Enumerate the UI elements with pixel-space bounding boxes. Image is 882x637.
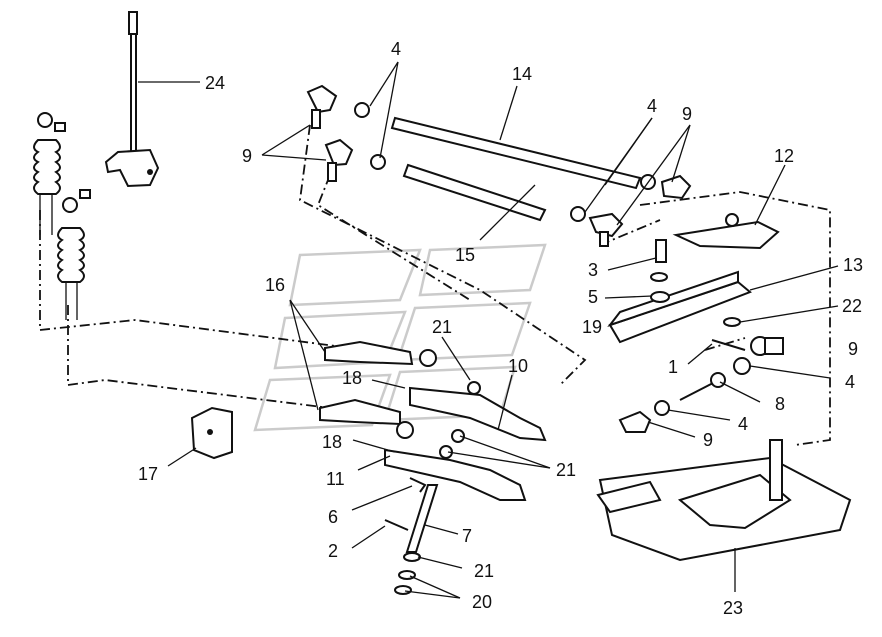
label-18a: 18 <box>342 368 362 388</box>
label-1: 1 <box>668 357 678 377</box>
label-15: 15 <box>455 245 475 265</box>
cable-assemblies-left <box>33 112 91 320</box>
base-plate-part-23 <box>596 439 852 562</box>
assembly-guide-lines <box>39 124 831 446</box>
label-10: 10 <box>508 356 528 376</box>
label-8: 8 <box>775 394 785 414</box>
watermark-logo <box>253 243 547 432</box>
label-21b: 21 <box>556 460 576 480</box>
label-20: 20 <box>472 592 492 612</box>
lever-part-24 <box>104 11 160 188</box>
label-9a: 9 <box>242 146 252 166</box>
rods-and-fittings <box>306 84 692 247</box>
label-3: 3 <box>588 260 598 280</box>
label-4d: 4 <box>738 414 748 434</box>
label-9c: 9 <box>848 339 858 359</box>
label-5: 5 <box>588 287 598 307</box>
label-4a: 4 <box>391 39 401 59</box>
label-21c: 21 <box>474 561 494 581</box>
linkage-assembly <box>319 340 547 595</box>
label-14: 14 <box>512 64 532 84</box>
label-21a: 21 <box>432 317 452 337</box>
label-4c: 4 <box>845 372 855 392</box>
label-16: 16 <box>265 275 285 295</box>
label-24: 24 <box>205 73 225 93</box>
bracket-and-channel <box>607 213 780 344</box>
label-9d: 9 <box>703 430 713 450</box>
label-18b: 18 <box>322 432 342 452</box>
label-7: 7 <box>462 526 472 546</box>
label-19: 19 <box>582 317 602 337</box>
leader-lines <box>138 61 839 599</box>
label-2: 2 <box>328 541 338 561</box>
label-13: 13 <box>843 255 863 275</box>
right-small-parts <box>618 336 784 433</box>
label-11: 11 <box>326 469 345 489</box>
label-9b: 9 <box>682 104 692 124</box>
label-12: 12 <box>774 146 794 166</box>
label-6: 6 <box>328 507 338 527</box>
label-4b: 4 <box>647 96 657 116</box>
label-23: 23 <box>723 598 743 618</box>
bracket-part-17 <box>190 406 233 460</box>
callout-labels: 24 4 9 14 15 4 9 12 3 13 5 22 19 9 1 4 8… <box>138 39 863 618</box>
label-17: 17 <box>138 464 158 484</box>
label-22: 22 <box>842 296 862 316</box>
